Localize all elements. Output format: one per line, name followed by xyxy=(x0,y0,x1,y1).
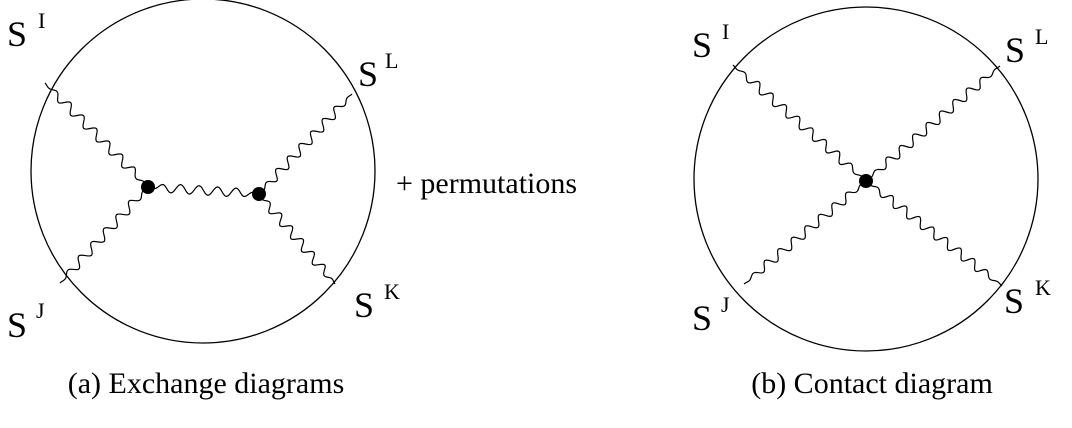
propagator-I-b xyxy=(732,64,867,182)
permutations-label: + permutations xyxy=(396,167,577,200)
boundary-circle-a xyxy=(30,0,376,344)
svg-text:S: S xyxy=(1005,30,1025,70)
svg-text:S: S xyxy=(7,305,27,345)
propagator-I-a xyxy=(44,82,149,188)
svg-text:L: L xyxy=(385,48,398,73)
label-SI-b: S I xyxy=(692,19,729,65)
boundary-circle-b xyxy=(693,6,1039,352)
svg-text:I: I xyxy=(722,19,729,44)
propagator-K-b xyxy=(865,180,1003,287)
svg-text:J: J xyxy=(721,292,730,317)
svg-text:J: J xyxy=(36,298,45,323)
svg-text:L: L xyxy=(1035,24,1048,49)
label-SL-b: S L xyxy=(1005,24,1048,70)
vertex-center xyxy=(859,174,873,188)
svg-text:S: S xyxy=(1004,281,1024,321)
label-SJ-a: S J xyxy=(7,298,45,345)
vertex-left xyxy=(141,180,155,194)
caption-a: (a) Exchange diagrams xyxy=(68,367,345,400)
svg-text:K: K xyxy=(1035,275,1051,300)
caption-b: (b) Contact diagram xyxy=(751,367,993,400)
svg-text:S: S xyxy=(354,285,374,325)
svg-text:S: S xyxy=(692,298,712,338)
svg-text:S: S xyxy=(7,14,27,54)
svg-text:S: S xyxy=(358,54,378,94)
label-SK-a: S K xyxy=(354,279,400,325)
svg-text:I: I xyxy=(38,8,45,33)
svg-text:K: K xyxy=(384,279,400,304)
propagator-J-b xyxy=(743,180,867,285)
svg-text:S: S xyxy=(692,25,712,65)
contact-diagram: S I S L S J S K (b) Contact diagram xyxy=(692,6,1051,400)
propagator-L-b xyxy=(865,65,1001,182)
propagator-J-a xyxy=(59,186,149,284)
label-SJ-b: S J xyxy=(692,292,730,338)
exchange-diagram: S I S L S J S K + permutations (a) Excha… xyxy=(7,0,577,400)
label-SI-a: S I xyxy=(7,8,45,54)
propagator-L-a xyxy=(258,93,353,195)
vertex-right xyxy=(252,187,266,201)
propagator-K-a xyxy=(258,193,336,285)
label-SL-a: S L xyxy=(358,48,398,94)
propagator-exchange xyxy=(147,183,260,198)
label-SK-b: S K xyxy=(1004,275,1051,321)
